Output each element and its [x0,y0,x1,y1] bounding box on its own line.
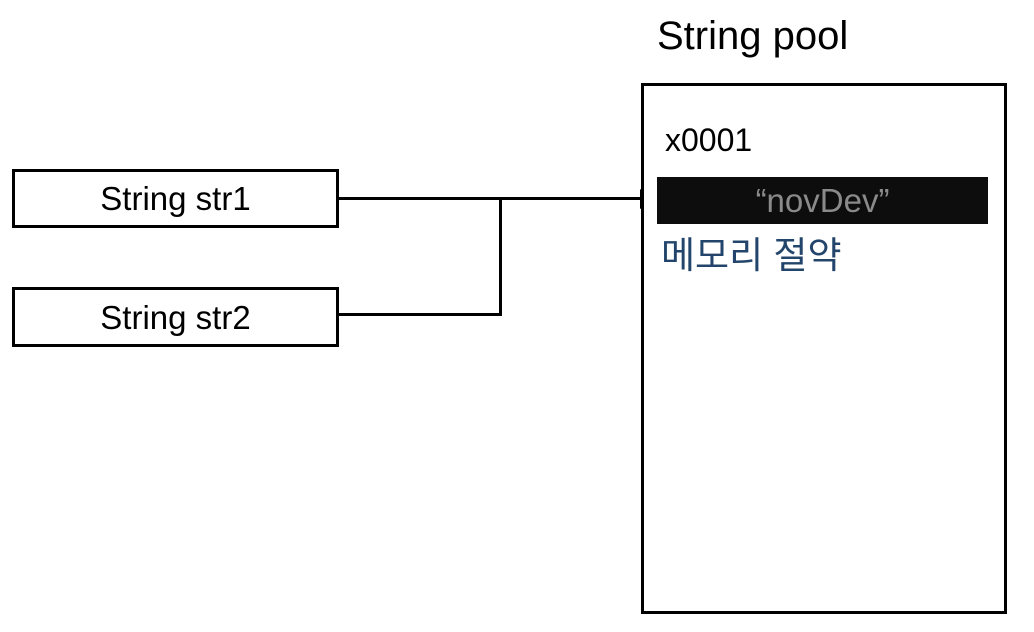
variable-box-str2[interactable]: String str2 [12,287,339,347]
variable-label-str1: String str1 [100,180,251,217]
connector-str2-horizontal [339,313,502,316]
string-pool-value-cell[interactable]: “novDev” [657,177,988,224]
string-pool-value-text: “novDev” [755,182,890,219]
string-pool-title: String pool [657,14,849,58]
variable-box-str1[interactable]: String str1 [12,169,339,228]
connector-vertical-riser [499,197,502,316]
string-pool-address-label: x0001 [665,122,753,158]
string-pool-note: 메모리 절약 [661,235,842,276]
variable-label-str2: String str2 [100,298,251,336]
string-pool-container [641,83,1007,614]
connector-str1-horizontal [339,197,652,200]
